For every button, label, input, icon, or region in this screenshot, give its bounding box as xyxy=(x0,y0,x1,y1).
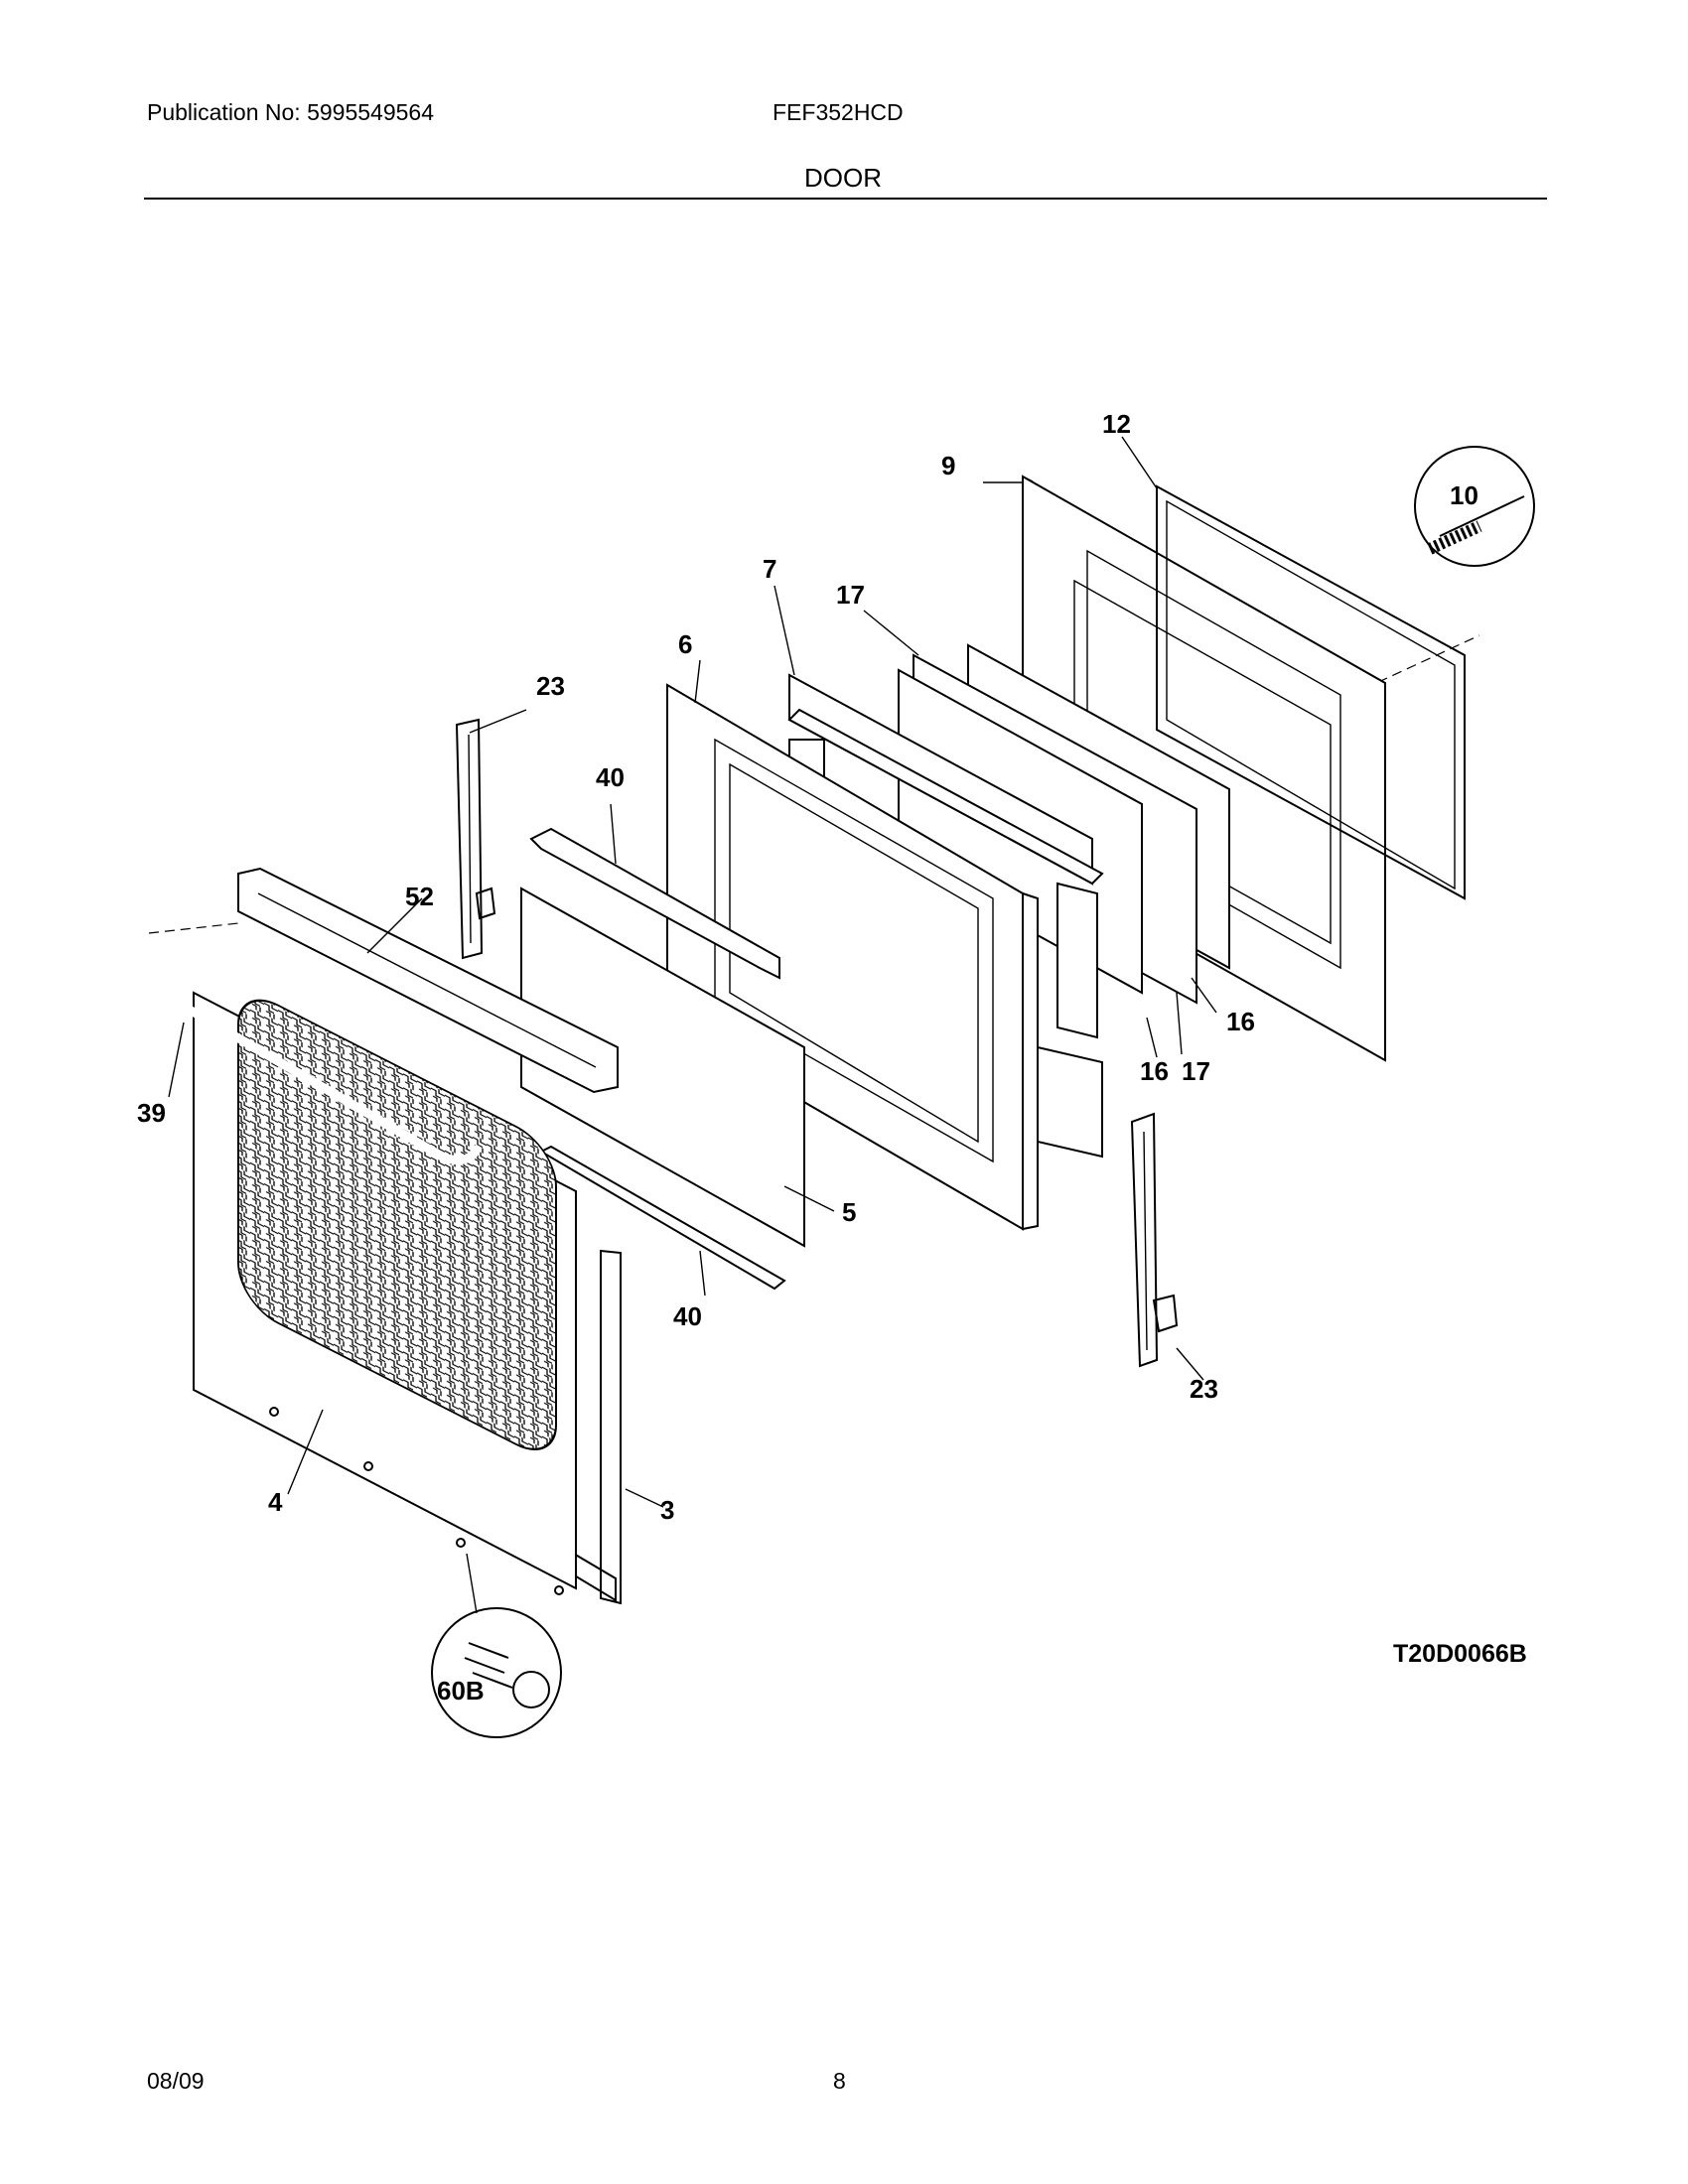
callout-60b: 60B xyxy=(437,1676,485,1706)
callout-23-left: 23 xyxy=(536,671,565,701)
header-rule xyxy=(144,198,1547,200)
callout-10: 10 xyxy=(1450,480,1478,510)
callout-23-right: 23 xyxy=(1190,1374,1218,1404)
footer-date: 08/09 xyxy=(147,2068,205,2094)
callout-16-right: 16 xyxy=(1226,1007,1255,1036)
door-frame xyxy=(600,1249,622,1605)
callout-17-top: 17 xyxy=(836,580,865,610)
section-title: DOOR xyxy=(804,163,882,193)
callout-3: 3 xyxy=(660,1495,674,1525)
hinge-right xyxy=(1130,1112,1179,1368)
footer-page-number: 8 xyxy=(833,2068,846,2094)
drawing-code: T20D0066B xyxy=(1393,1640,1527,1668)
hinge-left xyxy=(455,718,496,960)
screws xyxy=(269,1407,564,1595)
callout-12: 12 xyxy=(1102,409,1131,439)
callout-40-top: 40 xyxy=(596,762,625,792)
leader-lines xyxy=(168,436,1217,1614)
callout-7: 7 xyxy=(763,554,776,584)
callout-4: 4 xyxy=(268,1487,283,1517)
door-gasket xyxy=(1156,484,1466,900)
callout-39: 39 xyxy=(137,1098,166,1128)
callout-17-bottom: 17 xyxy=(1182,1056,1210,1086)
callout-40-bottom: 40 xyxy=(673,1301,702,1331)
callout-52: 52 xyxy=(405,882,434,911)
publication-number: Publication No: 5995549564 xyxy=(147,99,435,125)
callout-6: 6 xyxy=(678,629,692,659)
callout-5: 5 xyxy=(842,1197,856,1227)
callout-9: 9 xyxy=(941,451,955,480)
inset-part-10 xyxy=(1414,446,1535,567)
callout-16-left: 16 xyxy=(1140,1056,1169,1086)
glass-retainer-top xyxy=(529,827,780,980)
inset-screw-60b xyxy=(431,1607,562,1738)
glass-retainer-bottom xyxy=(538,1145,786,1291)
outer-door-skin xyxy=(193,991,577,1590)
model-number: FEF352HCD xyxy=(773,99,904,125)
